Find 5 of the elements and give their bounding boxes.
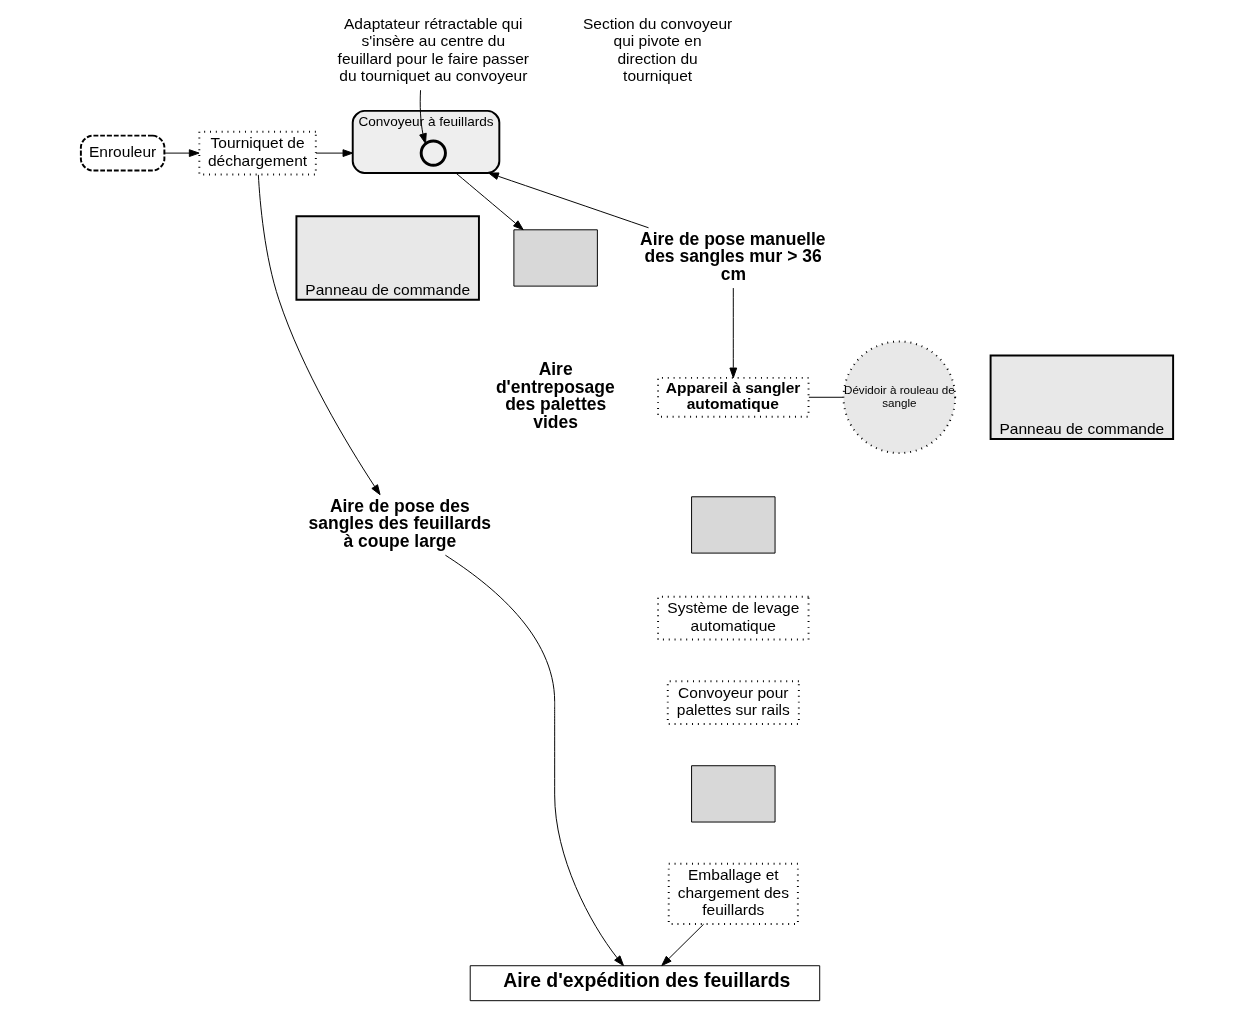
node-text: Aire de pose des sangles des feuillards à coupe large [308, 495, 492, 551]
label: Aire d'entreposage des palettes vides [495, 359, 615, 432]
node-text: Adaptateur rétractable qui s'insère au centre du feuillard pour le faire passer du tourniquet au convoyeur [337, 14, 530, 85]
node-text: Aire de pose manuelle des sangles mur > 36 cm [640, 228, 826, 284]
label: Section du convoyeur qui pivote en direction du tourniquet [582, 14, 733, 85]
